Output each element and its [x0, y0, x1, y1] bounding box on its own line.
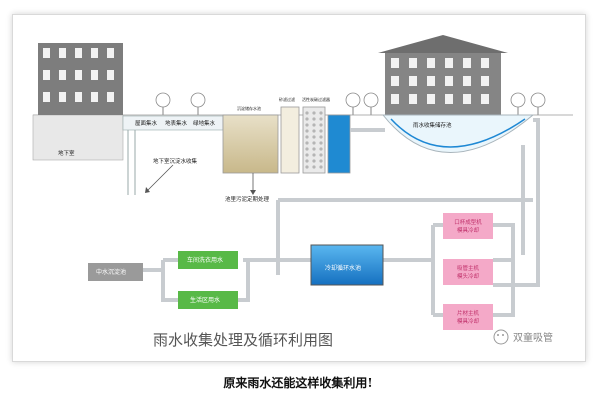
diagram-title: 雨水收集处理及循环利用图 — [153, 331, 333, 349]
label-car-wash: 车间洗衣用水 — [187, 256, 223, 264]
sheet-machine-box — [443, 304, 493, 330]
domestic-box — [178, 291, 238, 309]
window — [463, 76, 471, 86]
right-building — [378, 35, 508, 115]
window — [75, 48, 82, 58]
sediment-tank — [222, 114, 279, 174]
label-sludge: 池里污泥定期处理 — [225, 195, 270, 203]
tree — [345, 92, 361, 115]
window — [445, 58, 453, 68]
activated-carbon-filter — [302, 106, 326, 174]
sheet-machine-line1: 片材主机 — [457, 309, 480, 317]
rainwater-diagram: 地下室 屋面集水 地表集水 绿地集水 地下室沉淀水收集 池里污泥定期处理 雨水收… — [32, 35, 573, 349]
window — [59, 92, 66, 102]
window — [391, 76, 399, 86]
window — [445, 94, 453, 104]
car-wash-box — [178, 251, 238, 269]
window — [391, 94, 399, 104]
label-sheet-machine: 片材主机模具冷却 — [457, 309, 480, 325]
window — [59, 70, 66, 80]
tree — [530, 92, 546, 115]
watermark: 双童吸管 — [493, 329, 553, 345]
basement-arrow — [145, 164, 174, 193]
clear-water-tank — [327, 114, 351, 174]
window — [463, 94, 471, 104]
tree — [190, 92, 206, 115]
sand-filter — [280, 106, 300, 174]
window — [391, 58, 399, 68]
label-straw-main: 吸管主机模头冷却 — [457, 264, 480, 280]
wechat-icon — [493, 329, 509, 345]
label-mouth-cup: 口杯成型机模具冷却 — [454, 218, 482, 234]
label-green-collect: 绿地集水 — [193, 119, 216, 127]
label-cooling-pool: 冷却循环水池 — [325, 264, 361, 272]
window — [463, 58, 471, 68]
window — [107, 92, 114, 102]
label-sediment-tank: 沉淀储存水池 — [237, 105, 261, 111]
window — [91, 48, 98, 58]
tree — [510, 92, 526, 115]
window — [75, 92, 82, 102]
rain-storage-pool — [381, 114, 535, 153]
diagram-frame: 地下室 屋面集水 地表集水 绿地集水 地下室沉淀水收集 池里污泥定期处理 雨水收… — [12, 14, 586, 362]
window — [427, 58, 435, 68]
mouth-cup-line2: 模具冷却 — [457, 226, 480, 234]
label-ground-collect: 地表集水 — [165, 119, 188, 127]
straw-main-line2: 模头冷却 — [457, 272, 480, 280]
window — [481, 94, 489, 104]
window — [445, 76, 453, 86]
tree — [155, 92, 171, 115]
window — [91, 92, 98, 102]
window — [43, 92, 50, 102]
window — [409, 58, 417, 68]
watermark-text: 双童吸管 — [513, 331, 553, 344]
label-underground: 地下室 — [58, 149, 75, 157]
mouth-cup-box — [443, 213, 493, 239]
window — [409, 94, 417, 104]
left-building — [38, 43, 123, 115]
label-roof-collect: 屋面集水 — [135, 119, 158, 127]
window — [427, 76, 435, 86]
window — [427, 94, 435, 104]
mouth-cup-line1: 口杯成型机 — [454, 218, 482, 226]
window — [409, 76, 417, 86]
window — [75, 70, 82, 80]
window — [43, 70, 50, 80]
straw-main-line1: 吸管主机 — [457, 264, 480, 272]
straw-main-box — [443, 259, 493, 285]
trees — [155, 92, 546, 115]
label-basement-sediment: 地下室沉淀水收集 — [153, 157, 198, 165]
middle-water-box — [88, 263, 143, 281]
cooling-pool — [310, 244, 384, 286]
label-rain-storage: 雨水收集储存池 — [413, 121, 452, 129]
pipes — [143, 118, 540, 317]
tree — [363, 92, 379, 115]
label-domestic: 生活区用水 — [190, 296, 220, 304]
collection-channel — [122, 115, 224, 195]
window — [107, 48, 114, 58]
window — [107, 70, 114, 80]
label-sand-filter: 砂滤过滤 — [279, 96, 295, 102]
window — [43, 48, 50, 58]
sludge-arrow — [250, 173, 256, 195]
window — [481, 76, 489, 86]
window — [59, 48, 66, 58]
label-middle-water: 中水沉淀池 — [96, 268, 126, 276]
window — [91, 70, 98, 80]
window — [481, 58, 489, 68]
sheet-machine-line2: 模具冷却 — [457, 317, 480, 325]
label-activated-carbon: 活性炭碳过滤器 — [302, 96, 330, 102]
caption: 原来雨水还能这样收集利用! — [223, 376, 373, 390]
